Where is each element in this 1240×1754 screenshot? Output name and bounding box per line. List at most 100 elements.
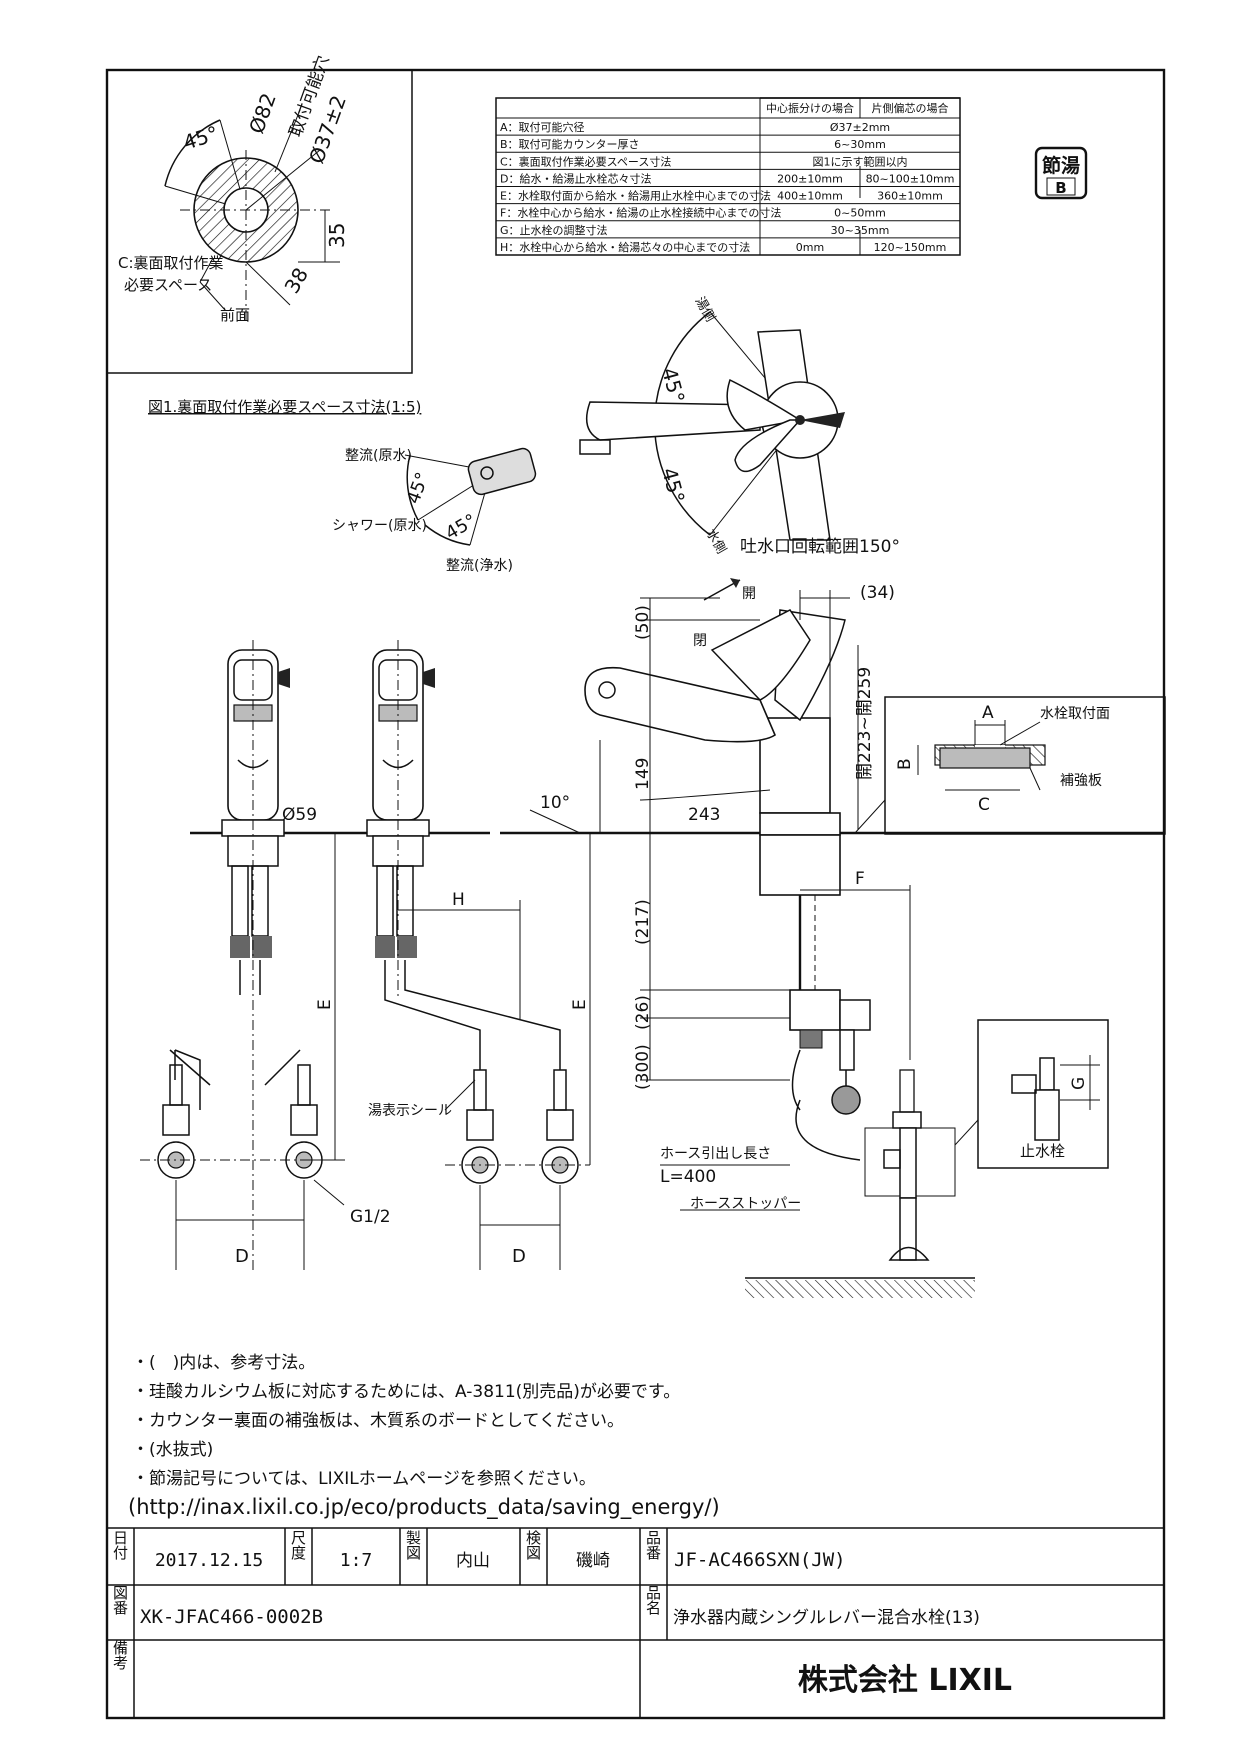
spray-mode-diagram: 整流(原水) シャワー(原水) 整流(浄水) 45° 45° (332, 447, 537, 574)
rotation-angle-1: 45° (657, 365, 689, 405)
hose-stopper-label: ホースストッパー (690, 1196, 801, 1212)
valve-label: 止水栓 (1020, 1142, 1065, 1160)
rotation-angle-2: 45° (657, 465, 689, 505)
dim-217: (217) (633, 899, 653, 945)
tb-dwg: XK-JFAC466-0002B (140, 1606, 323, 1628)
dim-259: 開223~開259 (855, 667, 875, 780)
front-views: D G1/2 E Ø59 H (140, 640, 591, 1270)
note-1: ・( )内は、参考寸法。 (132, 1353, 315, 1373)
dim-26: (26) (633, 995, 653, 1030)
spout-rotation-diagram: 湯側 水側 45° 45° 吐水口回転範囲150° (579, 295, 900, 557)
valve-G: G (1069, 1077, 1089, 1090)
spec-row-center: 0mm (796, 241, 824, 254)
hose-length: L=400 (660, 1167, 716, 1187)
note-6-url: (http://inax.lixil.co.jp/eco/products_da… (128, 1495, 720, 1520)
valve-detail: G 止水栓 (954, 1019, 1109, 1169)
note-4: ・(水抜式) (132, 1440, 213, 1460)
tb-pn-label: 品番 (644, 1530, 662, 1560)
detail-B: B (895, 758, 915, 770)
fig1-front: 前面 (220, 306, 250, 324)
front-d59: Ø59 (282, 805, 317, 825)
spec-row-label: D：給水・給湯止水栓芯々寸法 (500, 171, 651, 185)
spec-row-label: C：裏面取付作業必要スペース寸法 (500, 154, 671, 168)
fig1-space-label-1: C:裏面取付作業 (118, 254, 224, 272)
tb-date: 2017.12.15 (155, 1550, 263, 1571)
spec-col-header: 中心振分けの場合 (766, 101, 854, 115)
dim-10deg: 10° (540, 793, 570, 813)
spec-col-header: 片側偏芯の場合 (872, 101, 949, 115)
fig1-caption: 図1.裏面取付作業必要スペース寸法(1:5) (148, 398, 421, 416)
hot-seal-label: 湯表示シール (368, 1102, 452, 1119)
lever-close: 閉 (693, 633, 707, 649)
front-E2: E (570, 999, 590, 1010)
spec-row-label: E：水栓取付面から給水・給湯用止水栓中心までの寸法 (500, 189, 771, 203)
saving-badge: 節湯 B (1034, 146, 1088, 200)
spec-row-offset: 120~150mm (874, 241, 947, 254)
front-H: H (452, 890, 465, 910)
dim-F: F (855, 869, 865, 889)
detail-mounting: A B C 水栓取付面 補強板 (854, 696, 1166, 835)
front-D1: D (235, 1246, 249, 1267)
detail-C: C (978, 795, 990, 815)
dim-34: (34) (860, 583, 895, 603)
spec-row-value: 0~50mm (834, 207, 886, 220)
spec-row-label: A：取付可能穴径 (500, 120, 585, 134)
note-5: ・節湯記号については、LIXILホームページを参照ください。 (132, 1469, 596, 1489)
spray-label-a: 整流(原水) (345, 448, 412, 464)
company-logo: 株式会社 LIXIL (798, 1663, 1012, 1698)
notes: ・( )内は、参考寸法。 ・珪酸カルシウム板に対応するためには、A-3811(別… (128, 1353, 720, 1520)
tb-scale: 1:7 (340, 1550, 373, 1571)
rotation-range: 吐水口回転範囲150° (740, 537, 900, 557)
detail-plate-label: 補強板 (1060, 773, 1102, 789)
tb-remark-label: 備考 (111, 1640, 129, 1670)
lever-open: 開 (742, 586, 756, 602)
spec-table (495, 97, 961, 256)
rotation-hot: 湯側 (692, 295, 718, 325)
spec-row-offset: 360±10mm (877, 190, 943, 203)
spray-label-c: 整流(浄水) (446, 558, 513, 574)
front-E1: E (315, 999, 335, 1010)
dim-243: 243 (688, 805, 720, 825)
tb-scale-label: 尺度 (289, 1530, 307, 1560)
dim-300: (300) (633, 1044, 653, 1090)
spec-row-value: 6~30mm (834, 138, 886, 151)
dim-50: (50) (633, 605, 653, 640)
tb-check-label: 検図 (524, 1530, 542, 1560)
spec-row-value: 30~35mm (831, 224, 890, 237)
tb-dwg-label: 図番 (111, 1585, 129, 1615)
fig1-angle: 45° (180, 121, 221, 155)
hose-pull-label: ホース引出し長さ (660, 1146, 771, 1162)
detail-mount-label: 水栓取付面 (1040, 706, 1110, 722)
fig1-space-label-2: 必要スペース (124, 276, 212, 294)
spec-row-label: F：水栓中心から給水・給湯の止水栓接続中心までの寸法 (500, 206, 781, 220)
tb-name: 浄水器内蔵シングルレバー混合水栓(13) (673, 1608, 980, 1628)
spec-row-offset: 80~100±10mm (866, 172, 955, 185)
front-D2: D (512, 1246, 526, 1267)
spec-row-value: 図1に示す範囲以内 (813, 154, 908, 168)
sheet-border (105, 68, 1166, 1720)
title-block: 日付 2017.12.15 尺度 1:7 製図 内山 検図 磯崎 品番 JF-A… (107, 1527, 1164, 1718)
fig1-dim35: 35 (325, 223, 349, 248)
side-view: 開 閉 (500, 578, 1165, 1298)
badge-line1: 節湯 (1042, 154, 1080, 177)
tb-date-label: 日付 (111, 1530, 129, 1561)
note-2: ・珪酸カルシウム板に対応するためには、A-3811(別売品)が必要です。 (132, 1382, 680, 1402)
spec-row-label: G：止水栓の調整寸法 (500, 223, 608, 237)
badge-line2: B (1055, 179, 1066, 197)
dim-149: 149 (633, 758, 653, 790)
tb-drawn: 内山 (456, 1551, 490, 1571)
rotation-cold: 水側 (703, 527, 729, 557)
tb-check: 磯崎 (576, 1551, 610, 1571)
tb-drawn-label: 製図 (404, 1530, 422, 1560)
figure-1: 45° Ø82 取付可能穴 Ø37±2 35 38 C:裏面取付作業 必要スペー… (106, 53, 421, 416)
tb-name-label: 品名 (644, 1585, 662, 1615)
spray-label-b: シャワー(原水) (332, 518, 427, 534)
spec-row-value: Ø37±2mm (830, 121, 890, 134)
note-3: ・カウンター裏面の補強板は、木質系のボードとしてください。 (132, 1410, 624, 1431)
front-G12: G1/2 (350, 1207, 391, 1227)
tb-pn: JF-AC466SXN(JW) (674, 1549, 846, 1571)
fig1-dim38: 38 (280, 263, 314, 297)
detail-A: A (982, 703, 994, 723)
